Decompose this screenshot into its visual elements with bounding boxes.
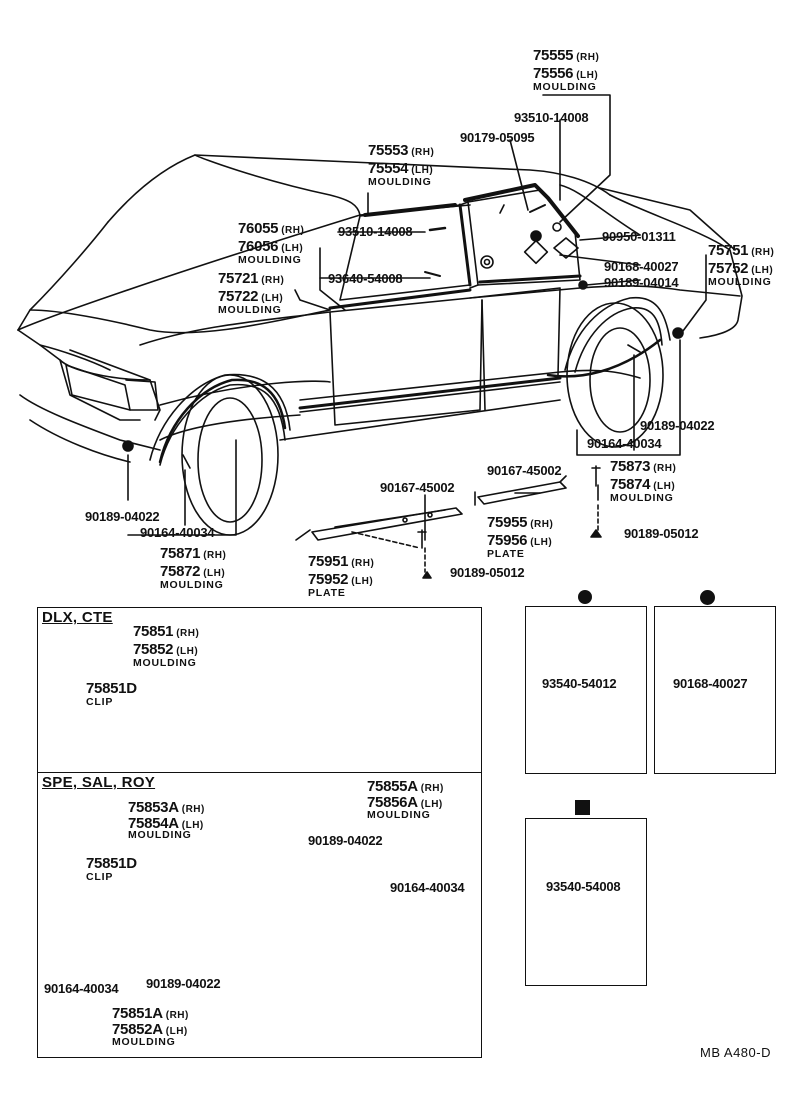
part-93510-a: 93510-14008 <box>514 110 589 125</box>
part-90189-04022-b: 90189-04022 <box>146 976 221 991</box>
moulding-label: MOULDING <box>238 254 302 266</box>
part-90189-04014: 90189-04014 <box>604 275 679 290</box>
part-90167-45002-c: 90167-45002 <box>380 480 455 495</box>
drawing-code: MB A480-D <box>700 1045 771 1060</box>
moulding-label: MOULDING <box>128 829 192 841</box>
part-90189-05012-c: 90189-05012 <box>450 565 525 580</box>
dlx-panel <box>37 607 482 774</box>
spe-panel-title: SPE, SAL, ROY <box>42 774 156 791</box>
part-75951: 75951(RH) <box>308 553 375 570</box>
moulding-label: MOULDING <box>112 1036 176 1048</box>
part-75873: 75873(RH) <box>610 458 677 475</box>
detail-part-1: 93540-54012 <box>542 676 617 691</box>
part-75752: 75752(LH) <box>708 260 774 277</box>
part-76055: 76055(RH) <box>238 220 305 237</box>
part-75872: 75872(LH) <box>160 563 226 580</box>
part-90168-a: 90168-40027 <box>604 259 679 274</box>
part-75852: 75852(LH) <box>133 641 199 658</box>
part-75722: 75722(LH) <box>218 288 284 305</box>
dlx-panel-title: DLX, CTE <box>42 609 113 626</box>
part-90164-40034-b: 90164-40034 <box>44 981 119 996</box>
moulding-label: MOULDING <box>610 492 674 504</box>
part-90167-45002-r: 90167-45002 <box>487 463 562 478</box>
part-75721: 75721(RH) <box>218 270 285 287</box>
part-90950: 90950-01311 <box>602 229 676 244</box>
part-93510-b: 93510-14008 <box>338 224 413 239</box>
part-75956: 75956(LH) <box>487 532 553 549</box>
plate-label: PLATE <box>487 548 525 560</box>
moulding-label: MOULDING <box>368 176 432 188</box>
detail-box-2 <box>654 606 776 774</box>
part-75855a: 75855A(RH) <box>367 778 444 795</box>
moulding-label: MOULDING <box>160 579 224 591</box>
part-75955: 75955(RH) <box>487 514 554 531</box>
part-90164-40034-l: 90164-40034 <box>140 525 215 540</box>
symbol-circle-marker <box>578 590 592 604</box>
part-75852a: 75852A(LH) <box>112 1021 188 1038</box>
part-75851a: 75851A(RH) <box>112 1005 189 1022</box>
detail-part-2: 90168-40027 <box>673 676 748 691</box>
part-90189-04022-r: 90189-04022 <box>640 418 715 433</box>
plate-label: PLATE <box>308 587 346 599</box>
clip-label: CLIP <box>86 696 114 708</box>
part-75851: 75851(RH) <box>133 623 200 640</box>
part-75553: 75553(RH) <box>368 142 435 159</box>
part-75851d: 75851D <box>86 680 137 697</box>
part-90179: 90179-05095 <box>460 130 535 145</box>
symbol-triangle-marker <box>700 590 715 605</box>
moulding-label: MOULDING <box>533 81 597 93</box>
part-75871: 75871(RH) <box>160 545 227 562</box>
moulding-label: MOULDING <box>218 304 282 316</box>
part-75952: 75952(LH) <box>308 571 374 588</box>
moulding-label: MOULDING <box>367 809 431 821</box>
part-90164-40034-r: 90164-40034 <box>587 436 662 451</box>
part-75556: 75556(LH) <box>533 65 599 82</box>
part-75851d-spe: 75851D <box>86 855 137 872</box>
part-75856a: 75856A(LH) <box>367 794 443 811</box>
detail-part-3: 93540-54008 <box>546 879 621 894</box>
part-75555: 75555(RH) <box>533 47 600 64</box>
part-75853a: 75853A(RH) <box>128 799 205 816</box>
spe-panel <box>37 772 482 1058</box>
part-90189-04022-l: 90189-04022 <box>85 509 160 524</box>
symbol-diamond-marker <box>575 800 590 815</box>
moulding-label: MOULDING <box>133 657 197 669</box>
detail-box-1 <box>525 606 647 774</box>
part-76056: 76056(LH) <box>238 238 304 255</box>
part-90189-05012-r: 90189-05012 <box>624 526 699 541</box>
detail-box-3 <box>525 818 647 986</box>
part-75874: 75874(LH) <box>610 476 676 493</box>
moulding-label: MOULDING <box>708 276 772 288</box>
part-75854a: 75854A(LH) <box>128 815 204 832</box>
part-93640: 93640-54008 <box>328 271 403 286</box>
part-75554: 75554(LH) <box>368 160 434 177</box>
part-75751: 75751(RH) <box>708 242 775 259</box>
part-90189-04022-a: 90189-04022 <box>308 833 383 848</box>
part-90164-40034-a: 90164-40034 <box>390 880 465 895</box>
clip-label: CLIP <box>86 871 114 883</box>
